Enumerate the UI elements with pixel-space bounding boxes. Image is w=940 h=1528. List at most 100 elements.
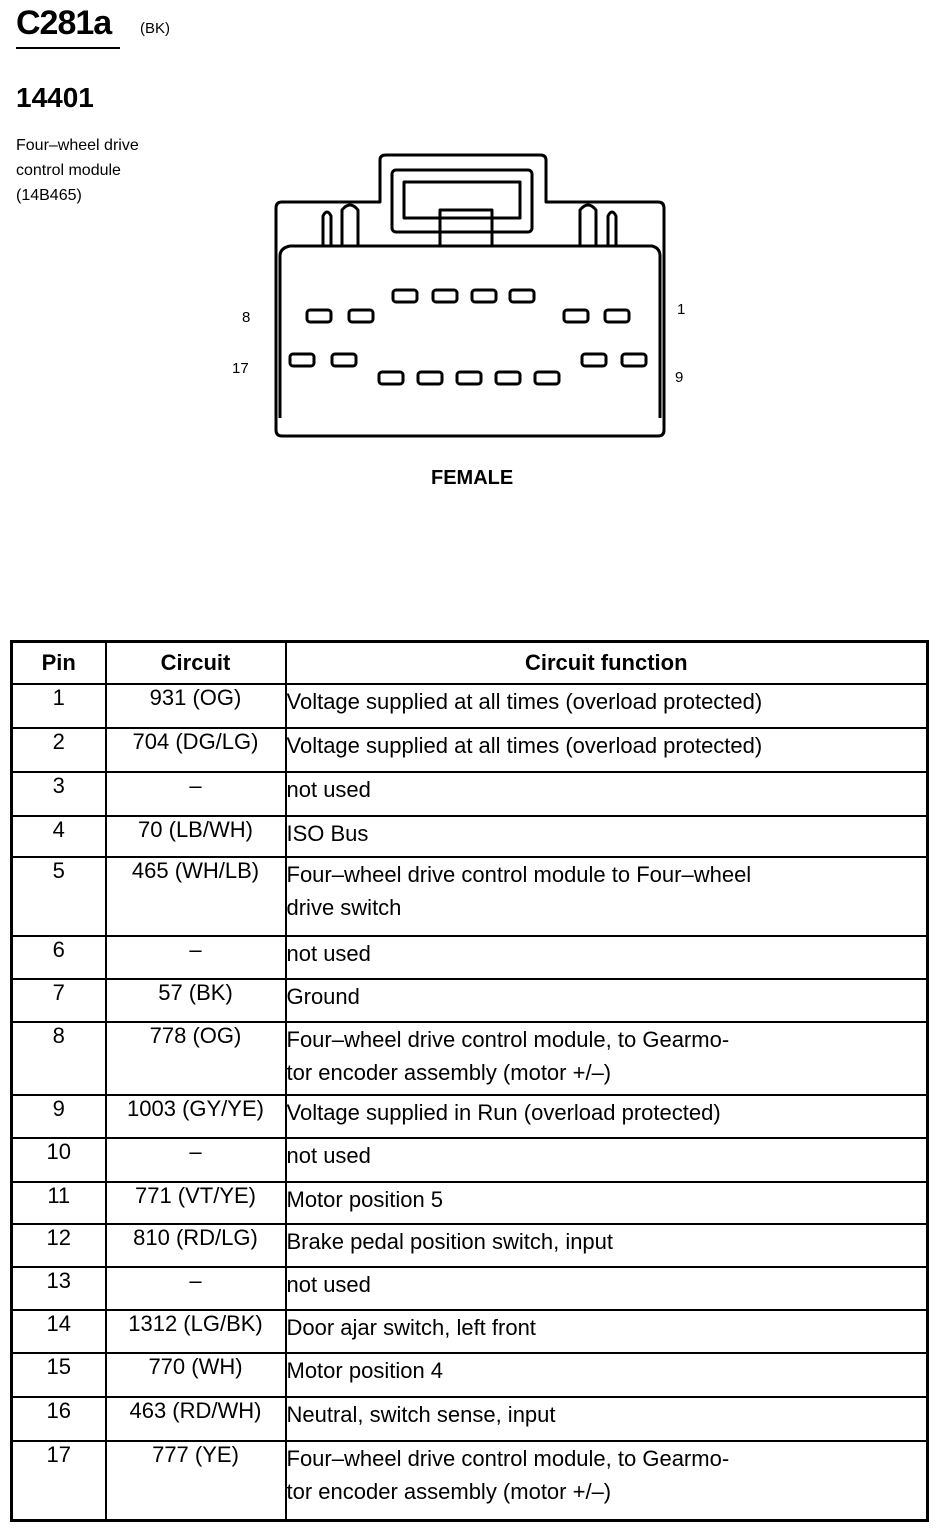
pin-cavity-12 xyxy=(494,370,522,386)
function-cell: Voltage supplied at all times (overload … xyxy=(284,683,929,729)
circuit-cell: 1003 (GY/YE) xyxy=(104,1093,287,1140)
pin-cavity-14 xyxy=(416,370,444,386)
circuit-cell: – xyxy=(104,771,287,817)
function-cell: Motor position 5 xyxy=(284,1180,929,1226)
table-header-row: Pin Circuit Circuit function xyxy=(10,640,929,685)
pin-cavity-4 xyxy=(470,288,498,304)
locking-latch xyxy=(390,168,534,234)
circuit-cell: 704 (DG/LG) xyxy=(104,726,287,774)
circuit-cell: 463 (RD/WH) xyxy=(104,1395,287,1443)
pin-cell: 6 xyxy=(10,935,107,981)
circuit-cell: 771 (VT/YE) xyxy=(104,1180,287,1226)
pin-cell: 16 xyxy=(10,1395,107,1443)
pin-cell: 7 xyxy=(10,978,107,1023)
rib-left-2 xyxy=(340,203,360,246)
pin-cell: 9 xyxy=(10,1093,107,1140)
latch-frame-inner xyxy=(402,180,522,220)
description-line: Four–wheel drive xyxy=(16,137,139,154)
circuit-cell: 1312 (LG/BK) xyxy=(104,1308,287,1355)
pin-cavity-10 xyxy=(580,352,608,368)
pin-label-9: 9 xyxy=(675,369,684,386)
pin-cell: 10 xyxy=(10,1137,107,1183)
function-cell: Voltage supplied in Run (overload protec… xyxy=(284,1093,929,1140)
connector-id: C281a xyxy=(16,4,112,42)
function-cell: Brake pedal position switch, input xyxy=(284,1223,929,1268)
view-label: FEMALE xyxy=(431,467,514,489)
pin-cell: 11 xyxy=(10,1180,107,1226)
circuit-cell: 465 (WH/LB) xyxy=(104,856,287,938)
table-row: 10–not used xyxy=(10,1137,929,1183)
pin-cavity-8 xyxy=(305,308,333,324)
description-line: (14B465) xyxy=(16,187,82,204)
function-cell: Door ajar switch, left front xyxy=(284,1308,929,1355)
pin-cavity-11 xyxy=(533,370,561,386)
pin-cell: 4 xyxy=(10,814,107,859)
circuit-cell: 931 (OG) xyxy=(104,683,287,729)
pin-cell: 3 xyxy=(10,771,107,817)
circuit-cell: – xyxy=(104,1265,287,1311)
function-cell: Ground xyxy=(284,978,929,1023)
pin-cavity-13 xyxy=(455,370,483,386)
circuit-cell: 810 (RD/LG) xyxy=(104,1223,287,1268)
function-cell: not used xyxy=(284,1137,929,1183)
rib-left-1 xyxy=(321,210,333,246)
function-cell: Neutral, switch sense, input xyxy=(284,1395,929,1443)
pin-cavity-9 xyxy=(620,352,648,368)
pin-cavity-7 xyxy=(347,308,375,324)
pin-cell: 12 xyxy=(10,1223,107,1268)
circuit-cell: 57 (BK) xyxy=(104,978,287,1023)
circuit-cell: – xyxy=(104,935,287,981)
circuit-cell: – xyxy=(104,1137,287,1183)
description-line: control module xyxy=(16,162,121,179)
function-cell: Four–wheel drive control module, to Gear… xyxy=(284,1440,929,1522)
header-circuit: Circuit xyxy=(104,640,287,685)
function-cell: not used xyxy=(284,771,929,817)
circuit-cell: 770 (WH) xyxy=(104,1352,287,1398)
function-cell: Four–wheel drive control module, to Gear… xyxy=(284,1020,929,1096)
pin-label-17: 17 xyxy=(232,360,249,377)
part-number: 14401 xyxy=(16,82,94,113)
circuit-cell: 778 (OG) xyxy=(104,1020,287,1096)
pin-cavity-16 xyxy=(330,352,358,368)
pin-cell: 14 xyxy=(10,1308,107,1355)
connector-color: (BK) xyxy=(140,20,170,37)
circuit-cell: 777 (YE) xyxy=(104,1440,287,1522)
pin-cavity-15 xyxy=(377,370,405,386)
pin-cell: 5 xyxy=(10,856,107,938)
function-cell: not used xyxy=(284,935,929,981)
function-cell: ISO Bus xyxy=(284,814,929,859)
pin-label-1: 1 xyxy=(677,301,686,318)
pin-cell: 1 xyxy=(10,683,107,729)
connector-id-underline xyxy=(16,47,120,49)
rib-right-1 xyxy=(578,203,598,246)
connector-face xyxy=(278,244,662,418)
header-circuit-function: Circuit function xyxy=(284,640,929,685)
table-row: 13–not used xyxy=(10,1265,929,1311)
rib-right-2 xyxy=(606,210,618,246)
pin-cavity-5 xyxy=(431,288,459,304)
pin-label-8: 8 xyxy=(242,309,251,326)
pin-cavity-17 xyxy=(288,352,316,368)
connector-face-diagram xyxy=(274,153,666,438)
pin-cell: 8 xyxy=(10,1020,107,1096)
header-pin: Pin xyxy=(10,640,107,685)
table-row: 3–not used xyxy=(10,771,929,817)
connector-shell xyxy=(274,153,666,438)
pin-cell: 17 xyxy=(10,1440,107,1522)
function-cell: Four–wheel drive control module to Four–… xyxy=(284,856,929,938)
function-cell: not used xyxy=(284,1265,929,1311)
pin-cell: 15 xyxy=(10,1352,107,1398)
pin-cavity-6 xyxy=(391,288,419,304)
